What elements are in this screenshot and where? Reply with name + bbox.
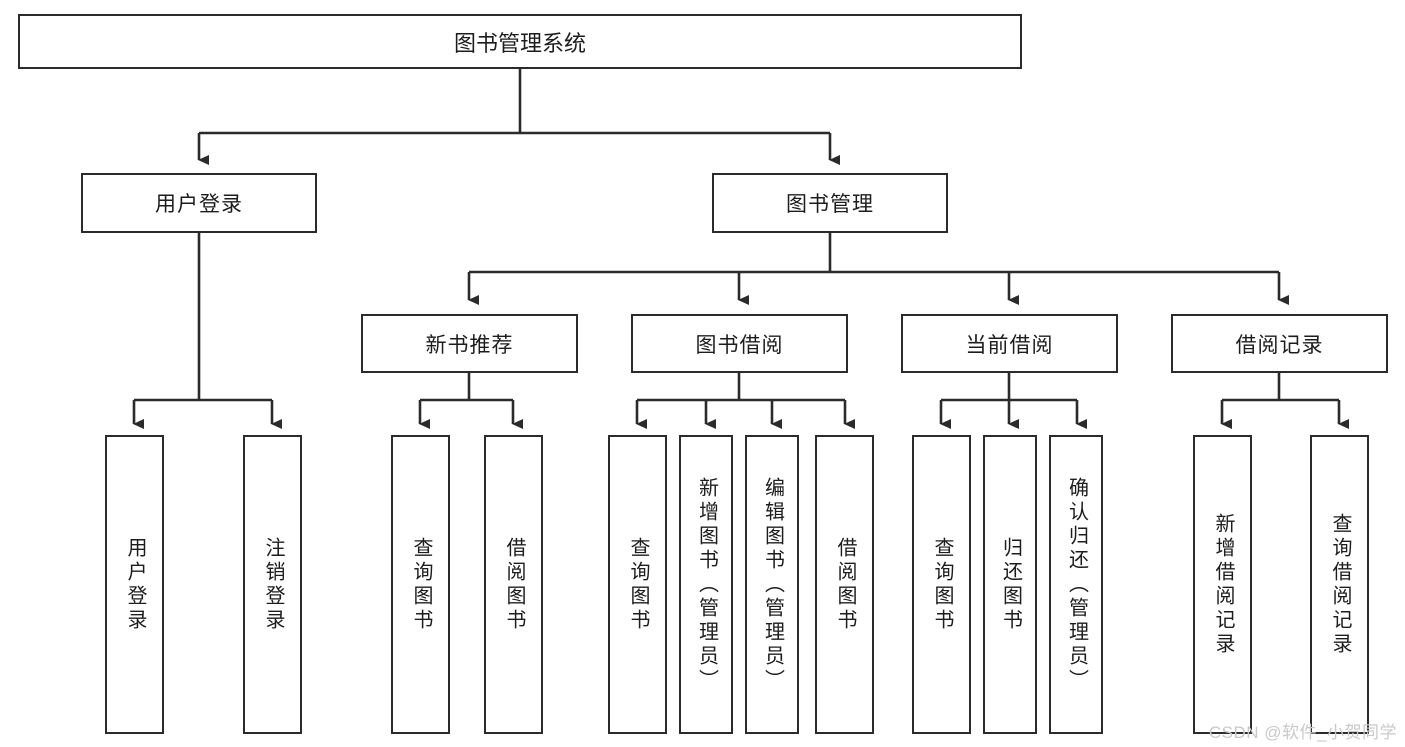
leaf-add-book-admin[interactable]: 新增图书（管理员） (679, 435, 733, 734)
leaf-user-login[interactable]: 用户登录 (105, 435, 164, 734)
leaf-add-borrow-record[interactable]: 新增借阅记录 (1193, 435, 1252, 734)
node-label: 用户登录 (124, 536, 146, 633)
leaf-edit-book-admin[interactable]: 编辑图书（管理员） (745, 435, 799, 734)
node-label: 新书推荐 (425, 333, 514, 357)
node-label: 用户登录 (155, 193, 243, 216)
leaf-logout[interactable]: 注销登录 (243, 435, 302, 734)
node-label: 查询图书 (410, 536, 432, 633)
node-borrow-records[interactable]: 借阅记录 (1171, 314, 1388, 373)
node-label: 查询图书 (627, 536, 649, 633)
node-book-borrow[interactable]: 图书借阅 (631, 314, 848, 373)
leaf-query-borrow-record[interactable]: 查询借阅记录 (1310, 435, 1369, 734)
watermark: CSDN @软件_小贺同学 (1208, 723, 1397, 742)
node-label: 查询借阅记录 (1329, 512, 1351, 657)
node-label: 图书管理系统 (453, 30, 586, 56)
leaf-query-book-current[interactable]: 查询图书 (912, 435, 971, 734)
leaf-confirm-return-admin[interactable]: 确认归还（管理员） (1049, 435, 1103, 734)
node-label: 图书管理 (786, 193, 874, 216)
leaf-borrow-book-recommend[interactable]: 借阅图书 (484, 435, 543, 734)
node-root[interactable]: 图书管理系统 (18, 14, 1022, 69)
node-label: 借阅记录 (1235, 333, 1324, 357)
node-new-book-recommend[interactable]: 新书推荐 (361, 314, 578, 373)
node-label: 新增图书（管理员） (695, 476, 718, 693)
node-label: 借阅图书 (503, 536, 525, 633)
node-label: 注销登录 (262, 536, 284, 633)
node-label: 图书借阅 (695, 333, 784, 357)
leaf-query-book-recommend[interactable]: 查询图书 (391, 435, 450, 734)
node-label: 当前借阅 (965, 333, 1054, 357)
node-current-borrow[interactable]: 当前借阅 (901, 314, 1118, 373)
leaf-query-book-borrow[interactable]: 查询图书 (608, 435, 667, 734)
node-label: 新增借阅记录 (1212, 512, 1234, 657)
node-user-login[interactable]: 用户登录 (81, 173, 317, 233)
leaf-return-book[interactable]: 归还图书 (983, 435, 1037, 734)
node-book-management[interactable]: 图书管理 (712, 173, 948, 233)
node-label: 归还图书 (999, 536, 1022, 633)
node-label: 查询图书 (931, 536, 953, 633)
node-label: 确认归还（管理员） (1065, 476, 1088, 693)
node-label: 编辑图书（管理员） (761, 476, 784, 693)
node-label: 借阅图书 (834, 536, 856, 633)
leaf-borrow-book[interactable]: 借阅图书 (815, 435, 874, 734)
